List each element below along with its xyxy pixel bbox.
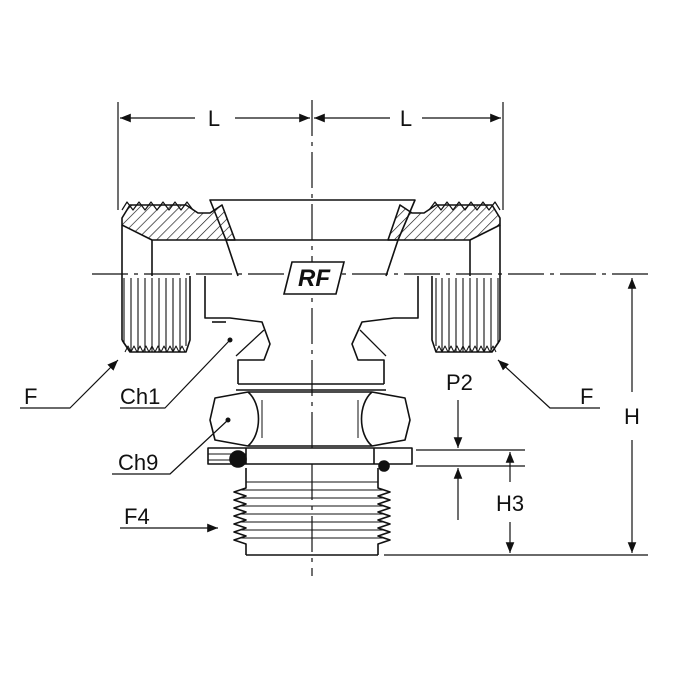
right-thread-lines [435, 278, 499, 352]
rf-logo: RF [282, 261, 346, 295]
dimension-p2 [416, 400, 525, 520]
leader-lines [20, 339, 600, 533]
stud-thread [233, 468, 391, 556]
tee-body [204, 199, 419, 391]
label-l-left: L [208, 106, 220, 131]
label-h3: H3 [496, 491, 524, 516]
left-thread-lines [123, 278, 187, 352]
label-f-left: F [24, 384, 37, 409]
centerlines [92, 100, 650, 576]
o-ring [229, 450, 247, 468]
label-p2-text: P2 [446, 370, 473, 395]
label-ch9: Ch9 [118, 450, 158, 475]
right-port-nut [387, 201, 501, 353]
o-ring-right [378, 460, 390, 472]
label-h: H [624, 404, 640, 429]
left-port-nut [121, 201, 236, 353]
label-f4: F4 [124, 504, 150, 529]
dimension-l [117, 102, 504, 210]
hex-nut [209, 391, 411, 447]
logo-text: RF [298, 265, 331, 292]
label-ch1: Ch1 [120, 384, 160, 409]
label-l-right: L [400, 106, 412, 131]
dimension-h [384, 278, 648, 556]
seal-washer [207, 447, 413, 465]
label-p2: P2 [446, 370, 473, 395]
label-f-right: F [580, 384, 593, 409]
